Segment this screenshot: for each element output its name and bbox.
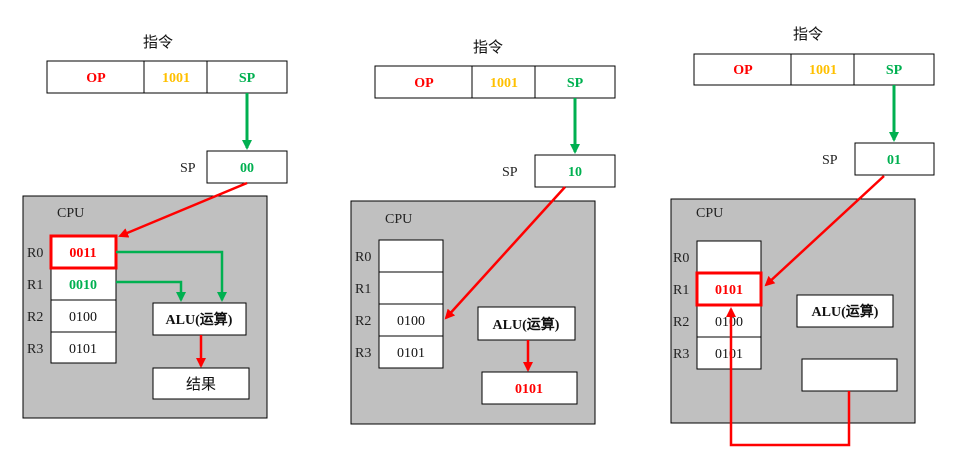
r2-label: R2 (27, 310, 43, 325)
sp-value: 01 (887, 153, 901, 168)
r2-value: 0100 (715, 315, 743, 330)
r3-label: R3 (27, 342, 43, 357)
result-label: 结果 (186, 375, 216, 393)
r2-value: 0100 (397, 314, 425, 329)
sp-to-r0-arrow (118, 181, 248, 238)
opcode-field: OP (414, 76, 434, 91)
sp-to-r1-arrow (764, 175, 885, 287)
r3-value: 0101 (715, 347, 743, 362)
r1-label: R1 (27, 278, 43, 293)
data-field: 1001 (490, 76, 518, 91)
alu-label: ALU(运算) (493, 316, 560, 333)
panel-3: 指令 OP 1001 SP SP 01 CPU R0 R1 R2 R3 0101 (670, 25, 935, 447)
sp-value: 10 (568, 165, 582, 180)
sp-value: 00 (240, 161, 254, 176)
r1-label: R1 (673, 283, 689, 298)
instruction-label: 指令 (143, 33, 173, 51)
r0-label: R0 (355, 250, 371, 265)
r1-label: R1 (355, 282, 371, 297)
panel-2: 指令 OP 1001 SP SP 10 CPU R0 R1 R2 R3 0100 (350, 38, 616, 425)
r1-value: 0101 (715, 283, 743, 298)
r1-highlight (695, 271, 763, 307)
register-field: SP (886, 63, 903, 78)
r0-label: R0 (673, 251, 689, 266)
register-field: SP (239, 71, 256, 86)
r2-label: R2 (355, 314, 371, 329)
register-field: SP (567, 76, 584, 91)
instruction-register: OP 1001 SP (46, 60, 288, 94)
r3-value: 0101 (69, 342, 97, 357)
alu-box (152, 302, 247, 336)
data-field: 1001 (162, 71, 190, 86)
result-box (152, 367, 250, 400)
r3-label: R3 (355, 346, 371, 361)
r0-to-alu-arrow (116, 250, 227, 302)
r3-label: R3 (673, 347, 689, 362)
alu-label: ALU(运算) (812, 303, 879, 320)
sp-to-r2-arrow (444, 186, 566, 320)
sp-label: SP (502, 165, 518, 180)
r2-value: 0100 (69, 310, 97, 325)
opcode-field: OP (733, 63, 753, 78)
alu-box (477, 306, 576, 341)
r3-value: 0101 (397, 346, 425, 361)
sp-register (854, 142, 935, 176)
r1-value: 0010 (69, 278, 97, 293)
alu-box (796, 294, 894, 328)
result-box (481, 371, 578, 405)
sp-label: SP (822, 153, 838, 168)
r2-label: R2 (673, 315, 689, 330)
opcode-field: OP (86, 71, 106, 86)
r0-value: 0011 (69, 246, 96, 261)
r1-to-alu-arrow (116, 280, 186, 302)
cpu-label: CPU (385, 212, 412, 227)
sp-register (534, 154, 616, 188)
alu-label: ALU(运算) (166, 311, 233, 328)
result-box (801, 358, 898, 392)
panel-1: 指令 OP 1001 SP SP 00 CPU R0 R1 R2 R3 0011… (22, 33, 288, 419)
sp-register (206, 150, 288, 184)
instruction-label: 指令 (793, 25, 823, 43)
result-value: 0101 (515, 382, 543, 397)
data-field: 1001 (809, 63, 837, 78)
instruction-register: OP 1001 SP (693, 53, 935, 86)
instruction-register: OP 1001 SP (374, 65, 616, 99)
sp-label: SP (180, 161, 196, 176)
register-file: R0 R1 R2 R3 0011 0010 0100 0101 (27, 234, 118, 364)
cpu-label: CPU (57, 206, 84, 221)
r0-label: R0 (27, 246, 43, 261)
cpu-label: CPU (696, 206, 723, 221)
instruction-label: 指令 (473, 38, 503, 56)
register-file: R0 R1 R2 R3 0101 0100 0101 (673, 240, 763, 370)
result-to-r1-arrow (726, 307, 851, 447)
register-file: R0 R1 R2 R3 0100 0101 (355, 239, 444, 369)
